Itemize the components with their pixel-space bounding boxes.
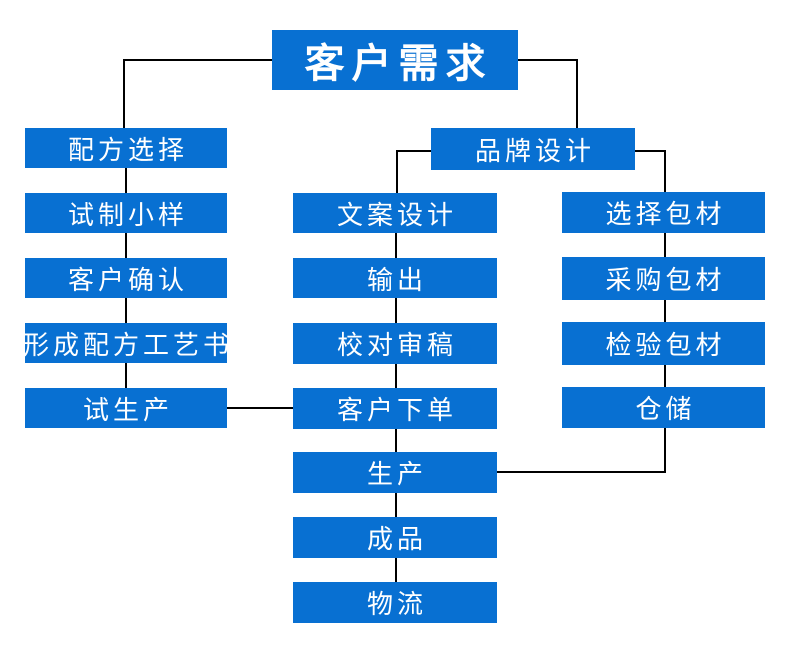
connector-brand-design-copy-design-v (396, 150, 398, 194)
connector-finished-product-logistics (395, 558, 397, 583)
connector-customer-demand-brand-design-h (517, 59, 578, 61)
node-brand-design: 品牌设计 (431, 128, 635, 170)
node-trial-production: 试生产 (25, 388, 227, 428)
connector-formula-selection-trial-sample (125, 168, 127, 194)
connector-brand-design-copy-design-h (396, 150, 432, 152)
node-formula-process-book: 形成配方工艺书 (23, 323, 229, 363)
node-select-packaging: 选择包材 (562, 192, 765, 233)
node-warehousing: 仓储 (562, 387, 765, 428)
node-formula-selection: 配方选择 (25, 128, 227, 168)
connector-customer-confirm-formula-process-book (125, 298, 127, 324)
node-inspect-packaging: 检验包材 (562, 322, 765, 365)
node-proofreading: 校对审稿 (293, 323, 497, 364)
connector-proofreading-customer-order (395, 364, 397, 389)
node-production: 生产 (293, 452, 497, 493)
node-trial-sample: 试制小样 (25, 193, 227, 233)
node-output: 输出 (293, 258, 497, 298)
node-logistics: 物流 (293, 582, 497, 623)
node-purchase-packaging: 采购包材 (562, 257, 765, 300)
connector-customer-order-production (395, 429, 397, 453)
node-customer-demand: 客户需求 (272, 30, 518, 90)
connector-warehousing-production-v (664, 428, 666, 473)
connector-formula-process-book-trial-production (125, 363, 127, 389)
connector-brand-design-select-packaging-v (664, 150, 666, 193)
connector-select-packaging-purchase-packaging (664, 233, 666, 258)
connector-customer-demand-brand-design-v (576, 59, 578, 129)
node-copy-design: 文案设计 (293, 193, 497, 233)
connector-inspect-packaging-warehousing (664, 365, 666, 388)
connector-trial-production-customer-order (227, 407, 294, 409)
connector-customer-demand-formula-selection-v (123, 59, 125, 129)
connector-trial-sample-customer-confirm (125, 233, 127, 259)
connector-output-proofreading (395, 298, 397, 324)
connector-customer-demand-formula-selection-h (123, 59, 273, 61)
connector-copy-design-output (395, 233, 397, 259)
connector-brand-design-select-packaging-h (634, 150, 666, 152)
node-customer-order: 客户下单 (293, 388, 497, 429)
connector-purchase-packaging-inspect-packaging (664, 300, 666, 323)
node-customer-confirm: 客户确认 (25, 258, 227, 298)
node-finished-product: 成品 (293, 517, 497, 558)
connector-warehousing-production-h (497, 471, 666, 473)
connector-production-finished-product (395, 493, 397, 518)
